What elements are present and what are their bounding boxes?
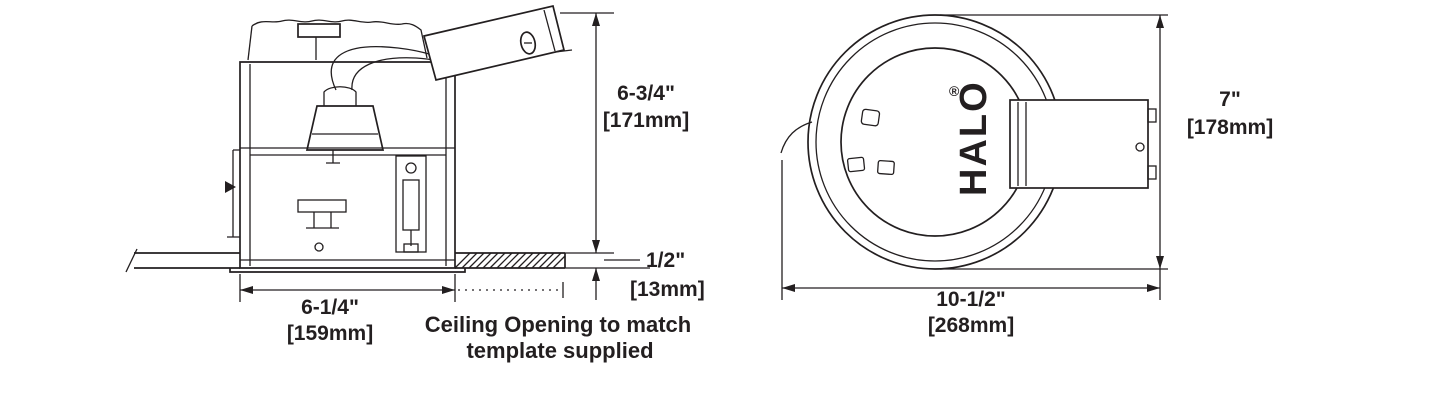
break-mark	[125, 248, 138, 273]
height-dimension-label: 6-3/4"	[617, 82, 675, 105]
hatch-lines	[454, 252, 566, 269]
junction-box-screw	[1135, 142, 1145, 152]
bracket-bar	[297, 199, 347, 213]
arrow-down-icon	[592, 240, 600, 253]
mounting-hole-3	[877, 159, 895, 176]
thickness-dimension-metric-label: [13mm]	[630, 278, 705, 301]
diameter-dimension-label: 7"	[1219, 88, 1241, 111]
junction-box-flange-lines	[1017, 102, 1027, 186]
dimension-overall-width: 10-1/2" [268mm]	[781, 160, 1161, 337]
mounting-holes	[846, 108, 895, 176]
overall-width-dimension-lines	[781, 160, 1161, 300]
mounting-hole-2	[846, 156, 866, 173]
socket-cap	[323, 86, 357, 106]
plan-view: HALO ® 7" [178mm]	[780, 14, 1273, 337]
junction-box-tab-top	[1147, 108, 1157, 123]
bracket-left-edge	[247, 25, 253, 61]
arrow-up-icon	[1156, 15, 1164, 28]
wire-curve	[780, 121, 813, 154]
ceiling-note-line1: Ceiling Opening to match	[425, 312, 691, 337]
overall-width-dimension-label: 10-1/2"	[936, 288, 1006, 311]
trim-flange	[229, 268, 466, 273]
width-dimension-metric-label: [159mm]	[287, 322, 373, 345]
bracket-clip	[297, 23, 341, 38]
side-view: 6-3/4" [171mm] 1/2" [13mm] 6-1/4" [159mm…	[125, 4, 705, 363]
supply-wire	[780, 121, 813, 154]
reflector-plate-lines	[240, 147, 455, 156]
ceiling-section-hatched	[454, 252, 566, 269]
housing-inner-walls	[249, 64, 447, 266]
arrow-up-icon	[592, 13, 600, 26]
bracket-scalloped-edge	[251, 19, 428, 59]
junction-box-body	[1009, 99, 1149, 189]
arrow-up-icon	[592, 268, 600, 281]
bracket-legs	[306, 212, 339, 229]
trim-ring-inner	[840, 47, 1030, 237]
arrow-left-icon	[240, 286, 253, 294]
junction-box-side	[422, 4, 573, 82]
registered-trademark-icon: ®	[949, 83, 960, 99]
overall-width-dimension-metric-label: [268mm]	[928, 314, 1014, 337]
diameter-dimension-metric-label: [178mm]	[1187, 116, 1273, 139]
socket-stem	[326, 150, 340, 164]
clip-tab	[225, 181, 236, 193]
halo-logo: HALO ®	[949, 80, 995, 196]
junction-box-plan	[1009, 99, 1157, 189]
socket-body	[305, 105, 385, 151]
width-dimension-lines	[239, 274, 456, 302]
clip-bar	[227, 149, 240, 238]
junction-box-tab-bottom	[1147, 165, 1157, 180]
width-dimension-label: 6-1/4"	[301, 296, 359, 319]
brand-wordmark: HALO	[953, 80, 995, 196]
arrow-right-icon	[442, 286, 455, 294]
junction-box-body	[422, 4, 566, 82]
arrow-right-icon	[1147, 284, 1160, 292]
thermal-body	[402, 179, 420, 231]
bracket-rivet	[314, 242, 324, 252]
ceiling-section-left	[125, 248, 240, 273]
dimension-ceiling-thickness: 1/2" [13mm]	[565, 249, 705, 301]
dimension-diameter: 7" [178mm]	[940, 14, 1273, 270]
housing-outline	[239, 61, 456, 269]
thermal-screw	[405, 162, 417, 174]
hanger-bracket-top	[247, 19, 428, 61]
arrow-left-icon	[782, 284, 795, 292]
junction-box-divider	[543, 9, 556, 52]
remodel-clip-left	[225, 149, 240, 238]
diameter-dimension-lines	[940, 14, 1168, 270]
mounting-hole-1	[860, 108, 881, 127]
arrow-down-icon	[1156, 256, 1164, 269]
height-dimension-metric-label: [171mm]	[603, 109, 689, 132]
thermal-protector	[395, 155, 427, 253]
height-dimension-lines	[560, 12, 614, 254]
dimension-width: 6-1/4" [159mm]	[239, 274, 456, 345]
thermal-base	[403, 243, 419, 253]
housing	[229, 61, 466, 273]
thickness-dimension-label: 1/2"	[646, 249, 685, 272]
ceiling-note-line2: template supplied	[466, 338, 653, 363]
socket-assembly	[305, 86, 385, 164]
dimension-height: 6-3/4" [171mm]	[560, 12, 689, 254]
lamp-bracket	[297, 199, 347, 252]
ceiling-opening-note: Ceiling Opening to match template suppli…	[425, 282, 691, 363]
